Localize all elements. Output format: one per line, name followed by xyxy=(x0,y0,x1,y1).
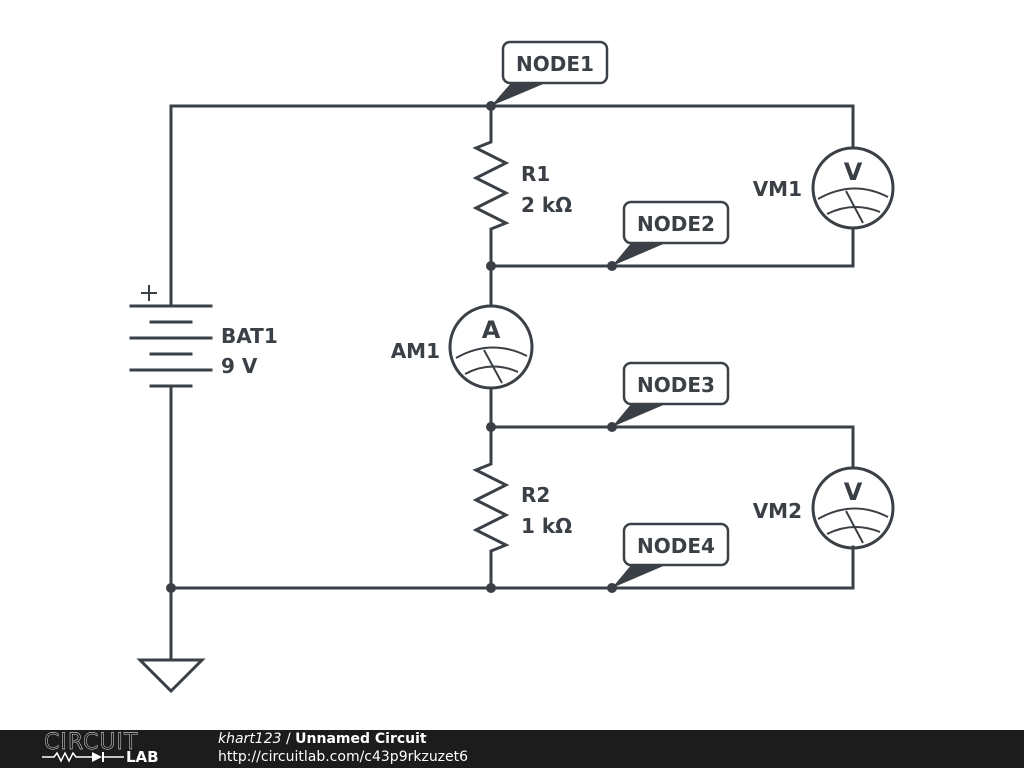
node-label-node3[interactable]: NODE3 xyxy=(612,361,730,427)
ammeter-am1[interactable]: A AM1 xyxy=(391,304,534,390)
r1-name-label: R1 xyxy=(521,162,550,186)
vm1-name-label: VM1 xyxy=(753,177,802,201)
r1-value-label: 2 kΩ xyxy=(521,193,572,217)
wire-node3 xyxy=(489,425,855,470)
voltmeter-symbol: V xyxy=(844,478,863,506)
meter-scale-icon xyxy=(455,346,528,384)
resistor-r1[interactable]: R1 2 kΩ xyxy=(472,140,572,232)
meter-scale-icon xyxy=(817,507,889,544)
circuit-title: Unnamed Circuit xyxy=(295,731,427,747)
resistor-r2[interactable]: R2 1 kΩ xyxy=(472,462,572,554)
resistor-diode-logo-icon xyxy=(42,751,124,763)
ammeter-symbol: A xyxy=(482,316,501,344)
circuit-url-link[interactable]: http://circuitlab.com/c43p9rkzuzet6 xyxy=(218,749,469,765)
title-separator: / xyxy=(281,731,296,747)
resistor-icon xyxy=(472,462,510,554)
wire-top xyxy=(169,104,855,150)
junction-dot xyxy=(486,422,496,432)
plus-icon xyxy=(141,285,157,301)
logo-lab-text: LAB xyxy=(126,748,159,766)
voltmeter-symbol: V xyxy=(844,158,863,186)
junction-dot xyxy=(166,583,176,593)
resistor-icon xyxy=(472,140,510,232)
node-label-node4[interactable]: NODE4 xyxy=(612,522,730,588)
ammeter-name-label: AM1 xyxy=(391,339,440,363)
meter-scale-icon xyxy=(817,187,889,224)
node1-text: NODE1 xyxy=(516,52,594,76)
footer-bar: CIRCUIT LAB khart123 / Unnamed Circuit h… xyxy=(0,730,1024,768)
junction-dot xyxy=(486,583,496,593)
wire-bottom xyxy=(169,545,855,590)
node3-text: NODE3 xyxy=(637,373,715,397)
ground-icon[interactable] xyxy=(136,658,206,694)
node4-text: NODE4 xyxy=(637,534,715,558)
voltmeter-vm2[interactable]: V VM2 xyxy=(753,466,895,550)
node2-text: NODE2 xyxy=(637,212,715,236)
circuitlab-logo[interactable]: CIRCUIT LAB xyxy=(40,730,180,768)
circuit-title-line: khart123 / Unnamed Circuit xyxy=(218,731,427,747)
node-label-node2[interactable]: NODE2 xyxy=(612,200,730,266)
battery-name-label: BAT1 xyxy=(221,324,278,348)
battery-value-label: 9 V xyxy=(221,354,258,378)
battery-bat1[interactable]: BAT1 9 V xyxy=(129,285,278,388)
voltmeter-vm1[interactable]: V VM1 xyxy=(753,146,895,230)
node-label-node1[interactable]: NODE1 xyxy=(491,40,609,106)
schematic-canvas: BAT1 9 V R1 2 kΩ R2 1 kΩ A AM1 V VM1 xyxy=(129,40,895,694)
author-link[interactable]: khart123 xyxy=(218,731,282,747)
junction-dot xyxy=(486,261,496,271)
logo-circuit-text: CIRCUIT xyxy=(44,730,139,755)
r2-name-label: R2 xyxy=(521,483,550,507)
r2-value-label: 1 kΩ xyxy=(521,514,572,538)
vm2-name-label: VM2 xyxy=(753,499,802,523)
